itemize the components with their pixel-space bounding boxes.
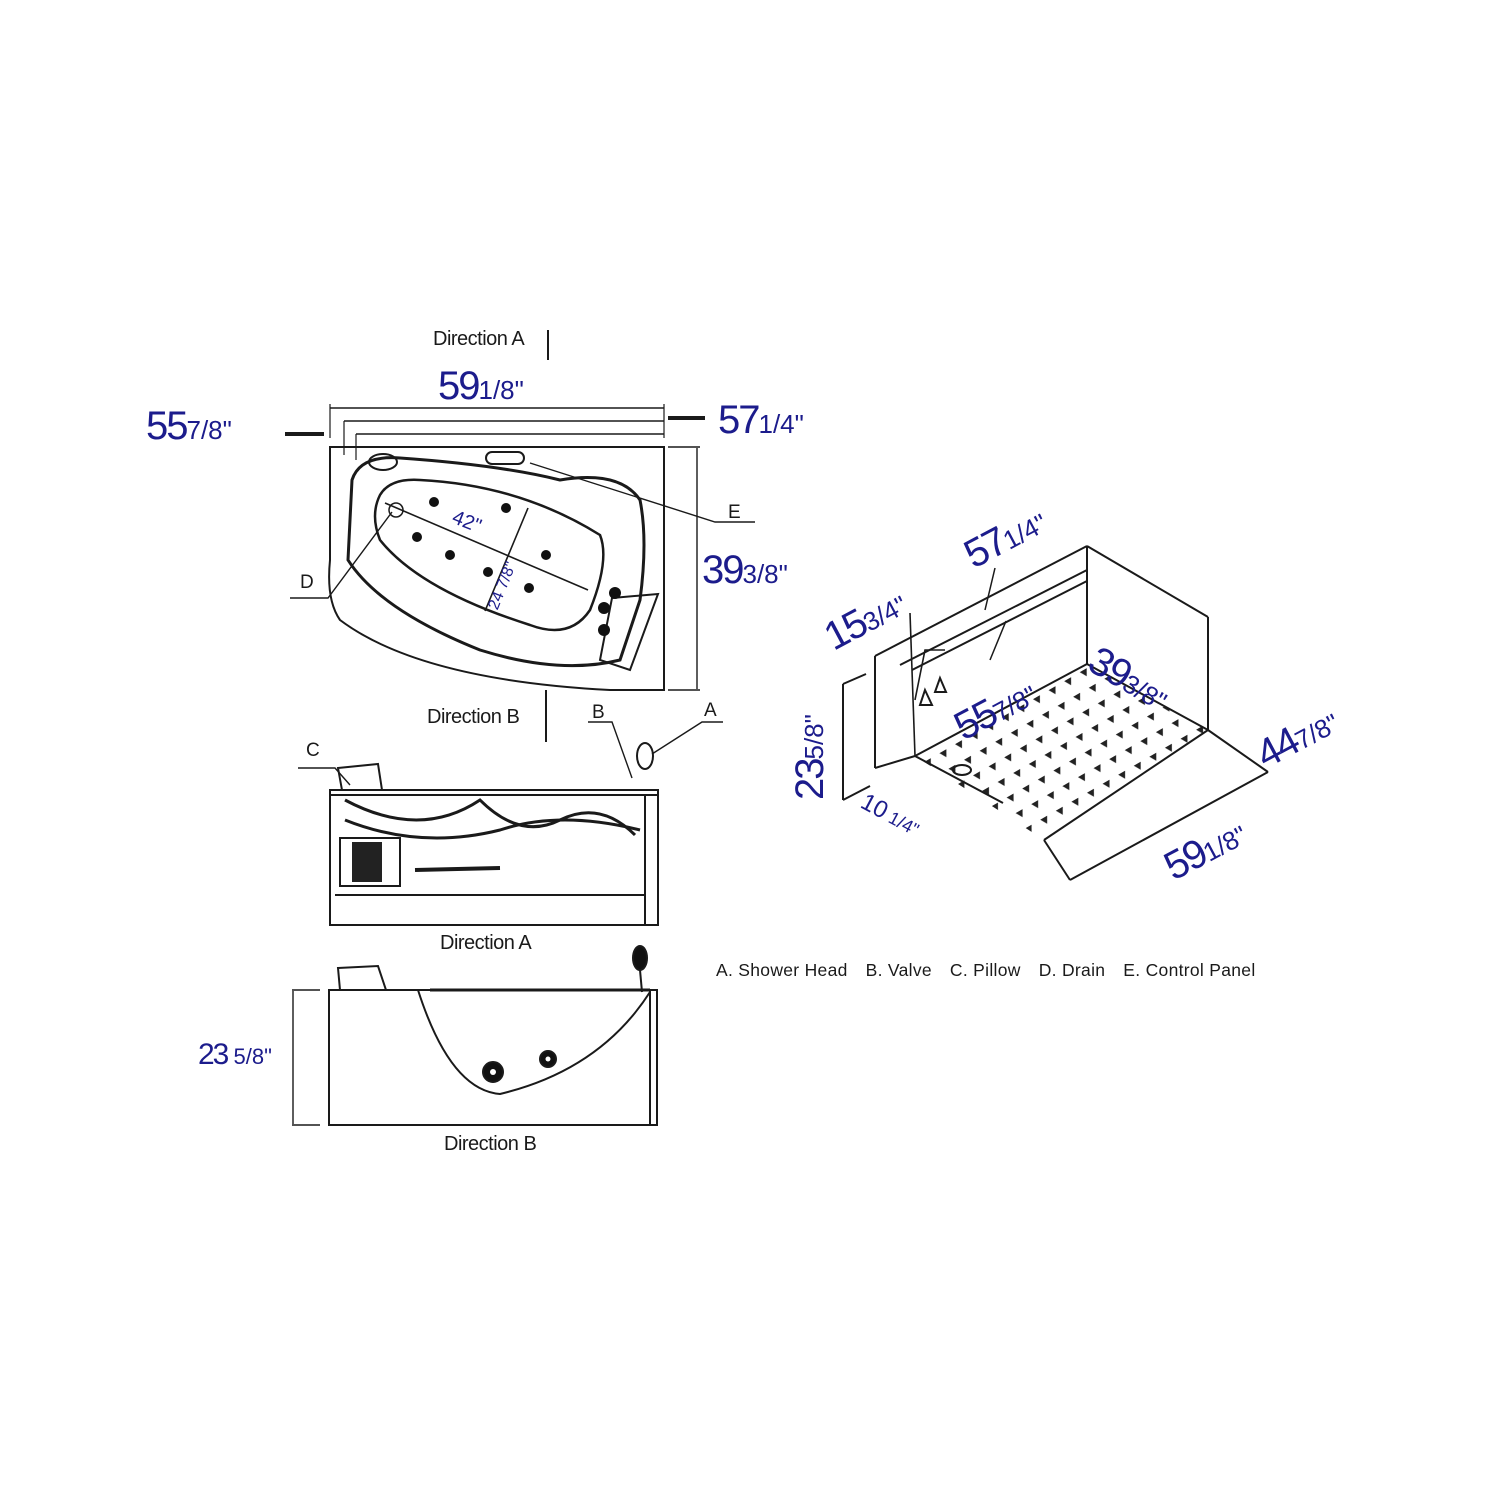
callout-e: E [728, 502, 741, 523]
direction-a-label-top: Direction A [433, 328, 525, 350]
legend-item-control-panel: E. Control Panel [1123, 960, 1256, 980]
callout-b: B [592, 702, 605, 723]
dim-depth: 393/8" [702, 548, 788, 592]
dim-height-side: 23 5/8" [198, 1038, 272, 1071]
direction-b-caption: Direction B [444, 1133, 537, 1155]
legend-item-shower-head: A. Shower Head [716, 960, 848, 980]
parts-legend: A. Shower Head B. Valve C. Pillow D. Drain E… [716, 960, 1274, 981]
dim-overall-width: 591/8" [438, 364, 524, 408]
legend-item-pillow: C. Pillow [949, 960, 1021, 980]
dim-right-inner: 571/4" [718, 398, 804, 442]
callout-c: C [306, 740, 320, 761]
direction-a-caption: Direction A [440, 932, 532, 954]
callout-a: A [704, 700, 717, 721]
direction-b-label-top: Direction B [427, 706, 520, 728]
top-plan-view [285, 330, 755, 742]
isometric-install-view [842, 545, 1269, 881]
iso-dim-height: 235/8" [788, 714, 832, 800]
side-view-direction-a [298, 721, 723, 926]
legend-item-drain: D. Drain [1038, 960, 1106, 980]
callout-d: D [300, 572, 314, 593]
dim-left-inner: 557/8" [146, 404, 232, 448]
side-view-direction-b [292, 945, 658, 1126]
legend-item-valve: B. Valve [865, 960, 932, 980]
